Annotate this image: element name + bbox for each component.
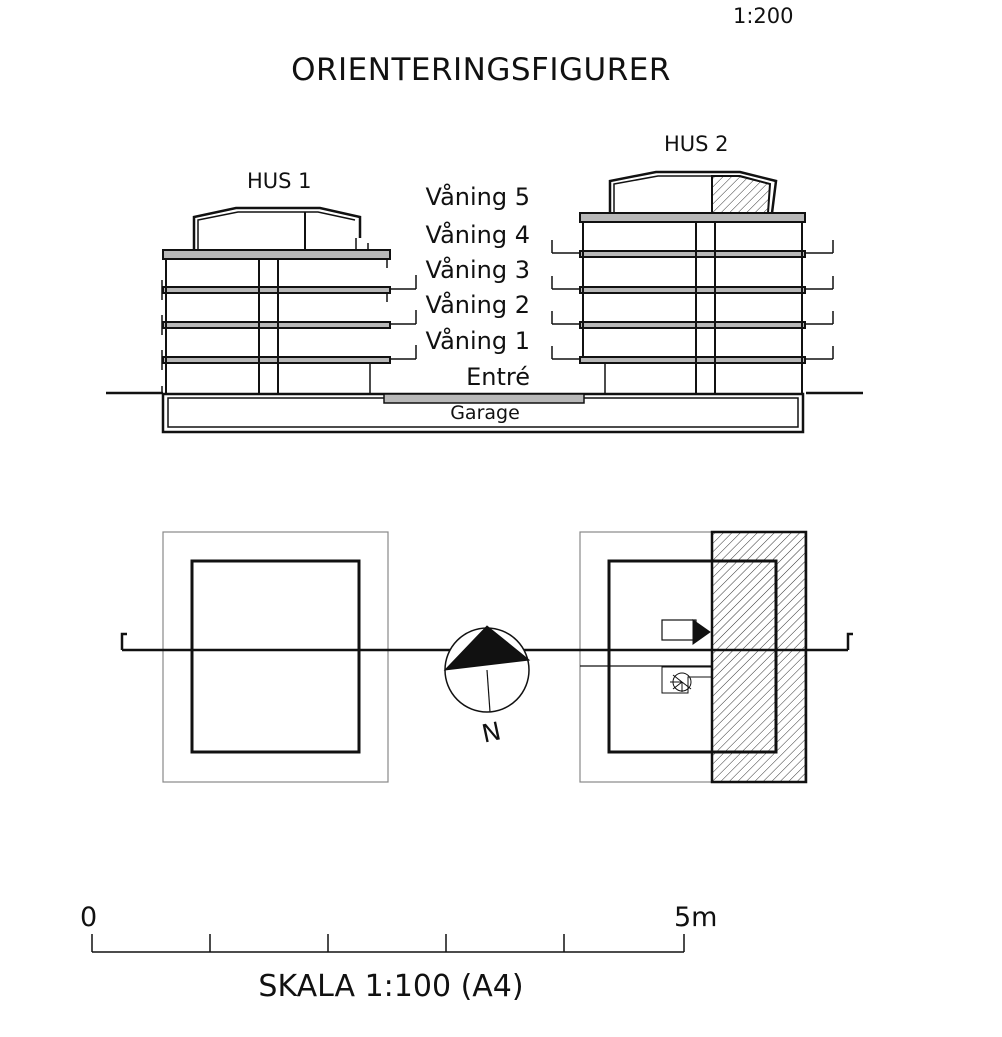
garage-label: Garage [450, 402, 520, 424]
house2-hatched-zone [710, 530, 808, 784]
entrance-symbol [661, 619, 697, 641]
site-plan [120, 530, 853, 784]
page-title: ORIENTERINGSFIGURER [291, 52, 671, 88]
spiral-stair-icon [661, 666, 713, 694]
scale-end-label: 5m [674, 902, 718, 933]
house1-slab-3 [162, 321, 391, 329]
house2-footprint [607, 559, 778, 754]
floor-label-entrance: Entré [466, 363, 530, 391]
house2-slab-1 [579, 356, 806, 364]
house1-site-outline [162, 531, 389, 783]
courtyard-slab [383, 393, 585, 404]
house1-slab-2 [162, 356, 391, 364]
house2-hatched-unit [711, 175, 772, 214]
scale-start-label: 0 [80, 902, 98, 933]
house2-label: HUS 2 [664, 132, 729, 156]
floor-label-4: Våning 4 [425, 221, 530, 249]
scale-bar [91, 934, 685, 953]
drawing-scale: 1:200 [733, 4, 794, 28]
house1-section [161, 206, 417, 393]
floor-label-2: Våning 2 [425, 291, 530, 319]
house2-slab-4 [579, 250, 806, 258]
house1-footprint [190, 559, 361, 754]
house2-overlap-outline [711, 560, 777, 753]
north-arrow-icon [443, 625, 531, 713]
scale-caption: SKALA 1:100 (A4) [258, 969, 524, 1004]
house2-section [551, 170, 834, 393]
floor-label-3: Våning 3 [425, 256, 530, 284]
floor-label-1: Våning 1 [425, 327, 530, 355]
floor-label-5: Våning 5 [425, 183, 530, 211]
house2-slab-3 [579, 286, 806, 294]
house2-slab-2 [579, 321, 806, 329]
house1-label: HUS 1 [247, 169, 312, 193]
building-section [106, 170, 863, 434]
house1-roof-slab [162, 249, 391, 260]
house2-roof-slab [579, 212, 806, 223]
house1-slab-4 [162, 286, 391, 294]
